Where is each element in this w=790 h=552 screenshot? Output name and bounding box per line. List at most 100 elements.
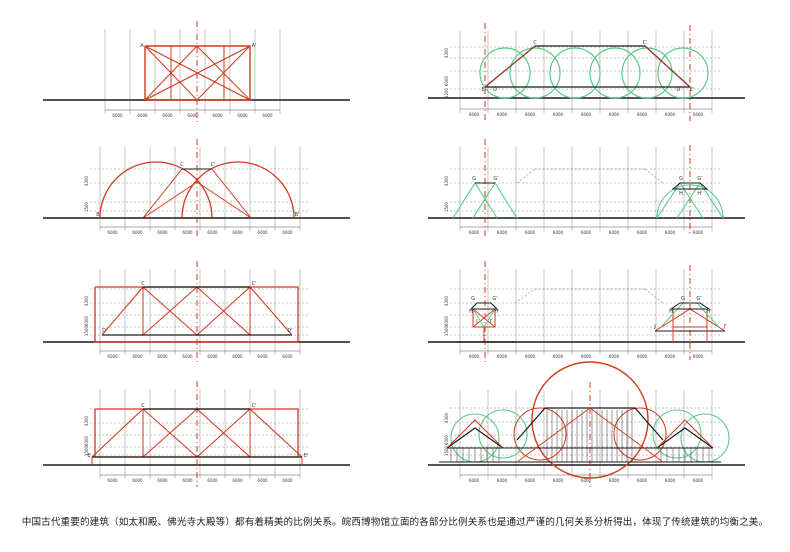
dimension-label: 6000 xyxy=(553,354,564,359)
diagonal-line xyxy=(644,45,691,88)
dimension-label: 6000 xyxy=(282,230,293,235)
dimension-label: 6000 xyxy=(157,230,168,235)
dimension-label: 6000 xyxy=(107,354,118,359)
height-label: 4300 xyxy=(444,412,449,423)
point-label: B' xyxy=(295,212,300,218)
proportion-circle xyxy=(657,47,709,99)
pavilion-roof xyxy=(446,427,504,449)
proportion-line xyxy=(472,308,485,328)
diagonal-line xyxy=(142,168,183,219)
proportion-line xyxy=(483,308,496,328)
dimension-label: 6000 xyxy=(581,112,592,117)
tower-roof xyxy=(669,302,711,310)
diagonal-line xyxy=(196,181,252,219)
dimension-label: 6000 xyxy=(469,230,480,235)
dimension-label: 6000 xyxy=(497,354,508,359)
dimension-label: 6000 xyxy=(525,112,536,117)
point-label: J xyxy=(653,324,655,330)
dimension-label: 6000 xyxy=(553,230,564,235)
dimension-label: 6000 xyxy=(609,354,620,359)
height-label: 6000 xyxy=(84,435,89,446)
dimension-label: 6000 xyxy=(525,354,536,359)
point-label: G' xyxy=(697,176,702,182)
diagonal-line xyxy=(101,286,144,336)
dimension-label: 6000 xyxy=(469,478,480,483)
dimension-label: 6000 xyxy=(137,113,148,118)
dimension-label: 6000 xyxy=(282,478,293,483)
point-label: A xyxy=(140,43,144,49)
dimension-label: 6000 xyxy=(257,478,268,483)
point-label: H' xyxy=(697,191,702,197)
dimension-label: 6000 xyxy=(553,478,564,483)
point-label: D xyxy=(102,328,106,334)
height-label: 6000 xyxy=(444,434,449,445)
proportion-circle xyxy=(589,47,641,99)
dimension-label: 6000 xyxy=(112,113,123,118)
height-label: 1500 xyxy=(84,325,89,336)
proportion-triangle xyxy=(452,181,498,219)
dimension-label: 6000 xyxy=(132,478,143,483)
dimension-label: 6000 xyxy=(182,230,193,235)
dimension-label: 6000 xyxy=(637,112,648,117)
dimension-label: 6000 xyxy=(525,230,536,235)
dimension-label: 6000 xyxy=(237,113,248,118)
height-label: 1500 xyxy=(444,201,449,212)
point-label: G' xyxy=(696,296,701,302)
diagonal-line xyxy=(142,181,198,219)
guide-line xyxy=(514,288,536,304)
proportion-circle xyxy=(478,409,528,459)
dimension-label: 6000 xyxy=(497,478,508,483)
point-label: D' xyxy=(287,328,292,334)
diagonal-line xyxy=(589,407,664,463)
dimension-label: 6000 xyxy=(207,230,218,235)
dimension-label: 6000 xyxy=(182,478,193,483)
diagonal-line xyxy=(484,45,536,88)
point-label: A' xyxy=(252,43,257,49)
dimension-label: 6000 xyxy=(609,112,620,117)
dimension-label: 6000 xyxy=(609,478,620,483)
proportion-circle xyxy=(680,413,730,463)
dimension-label: 6000 xyxy=(665,112,676,117)
point-label: C xyxy=(180,162,184,168)
point-label: C xyxy=(141,403,145,409)
sheet-caption: 中国古代重要的建筑（如太和殿、佛光寺大殿等）都有着精美的比例关系。皖西博物馆立面… xyxy=(21,517,769,528)
semicircle-arc xyxy=(99,161,213,219)
diagonal-line xyxy=(196,408,251,458)
tower-roof xyxy=(671,182,709,190)
dimension-label: 6000 xyxy=(132,354,143,359)
dimension-label: 6000 xyxy=(257,354,268,359)
dimension-label: 6000 xyxy=(262,113,273,118)
dimension-label: 6000 xyxy=(581,230,592,235)
point-label: G xyxy=(471,296,475,302)
dimension-label: 6000 xyxy=(187,113,198,118)
height-label: 6000 xyxy=(444,75,449,86)
dimension-label: 6000 xyxy=(581,478,592,483)
proportion-circle xyxy=(549,47,601,99)
proportion-triangle xyxy=(472,181,518,219)
diagonal-line xyxy=(142,408,198,458)
proportion-circle xyxy=(613,407,667,461)
diagonal-line xyxy=(142,286,198,336)
dimension-label: 6000 xyxy=(132,230,143,235)
dimension-label: 6000 xyxy=(257,230,268,235)
point-label: G' xyxy=(493,176,498,182)
